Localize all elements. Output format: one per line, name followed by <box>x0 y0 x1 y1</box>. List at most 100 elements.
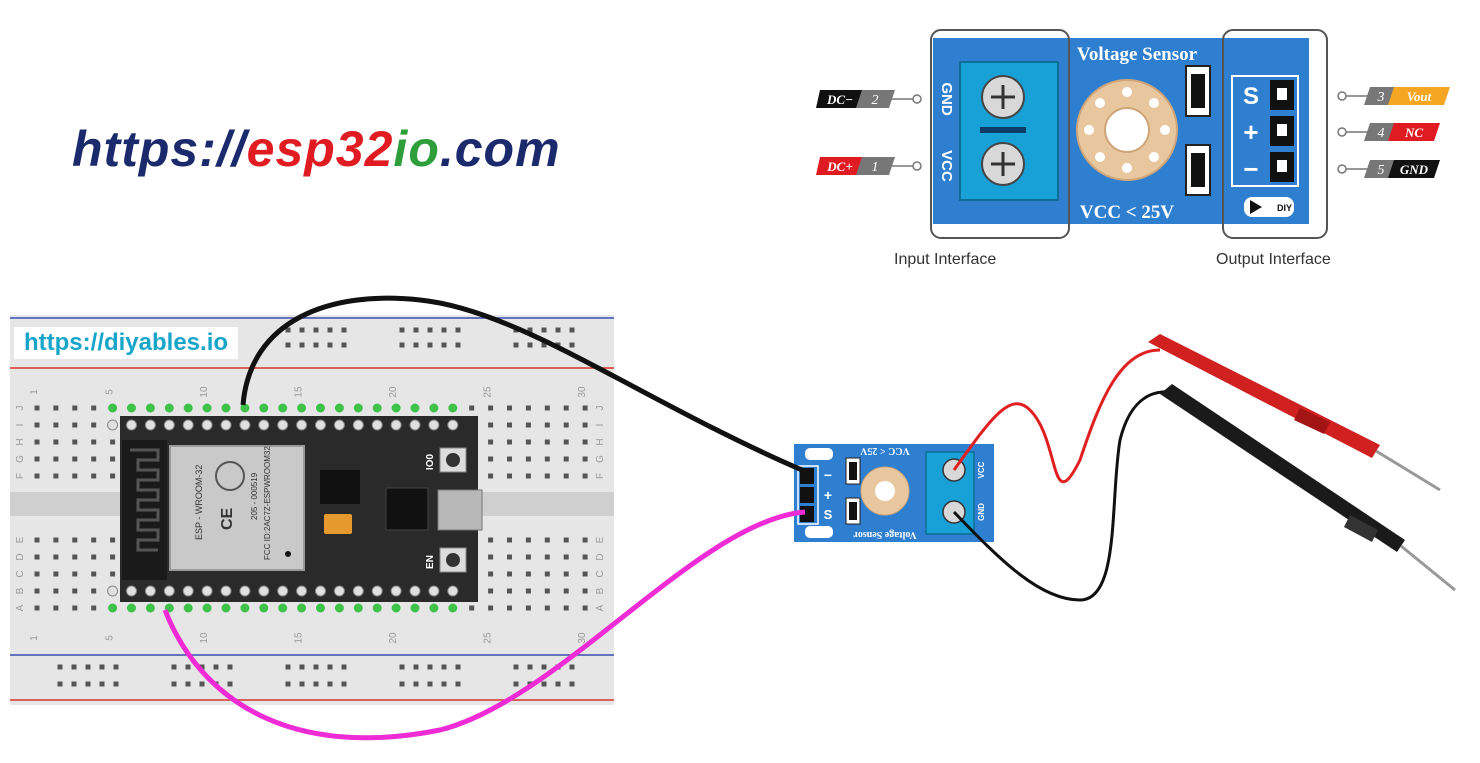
power-rail-hole <box>413 342 419 348</box>
breadboard-hole <box>91 422 97 428</box>
esp32-pad <box>239 585 251 597</box>
column-number: 10 <box>199 386 210 398</box>
power-rail-hole <box>185 681 191 687</box>
breadboard-hole <box>525 588 531 594</box>
breadboard-hole <box>72 571 78 577</box>
column-number: 15 <box>294 386 305 398</box>
power-rail-hole <box>227 681 233 687</box>
power-rail-hole <box>99 681 105 687</box>
small-sensor-pin-s: S <box>824 507 833 522</box>
esp32-pad <box>220 419 232 431</box>
probe-wire-red <box>952 348 1161 484</box>
esp32-ce-text: CE <box>219 507 236 530</box>
power-rail-hole <box>455 681 461 687</box>
row-letter: D <box>595 553 606 560</box>
breadboard-hole <box>525 405 531 411</box>
power-rail-hole <box>313 342 319 348</box>
esp32-pad <box>371 419 383 431</box>
esp32-pad <box>258 585 270 597</box>
wroom-module-shield <box>169 445 305 571</box>
breadboard-hole <box>91 537 97 543</box>
input-interface-label: Input Interface <box>894 251 997 268</box>
breadboard-hole <box>525 554 531 560</box>
pin-name-dcplus: DC+ <box>826 159 852 174</box>
esp32-header-pin <box>372 403 382 413</box>
power-rail-hole <box>399 664 405 670</box>
breadboard-hole <box>34 605 40 611</box>
input-interface-box <box>930 29 1070 239</box>
power-rail-hole <box>399 342 405 348</box>
breadboard-hole <box>469 405 475 411</box>
breadboard-hole <box>110 554 116 560</box>
power-rail-hole <box>513 681 519 687</box>
pin-num-3: 3 <box>1377 90 1385 105</box>
esp32-header-pin <box>127 403 136 413</box>
esp32-header-pin <box>259 603 269 613</box>
esp32-header-pin <box>448 603 458 613</box>
breadboard-hole <box>544 588 550 594</box>
esp32-pad <box>239 419 251 431</box>
esp32-pad <box>277 585 289 597</box>
breadboard-hole <box>507 473 512 479</box>
breadboard-hole <box>72 554 78 560</box>
breadboard-hole <box>34 554 40 560</box>
pin-num-1: 1 <box>872 160 879 175</box>
esp32-header-pin <box>410 403 420 413</box>
breadboard-hole <box>72 439 78 445</box>
esp32-board <box>107 403 483 613</box>
breadboard-hole <box>563 605 569 611</box>
power-rail-hole <box>85 681 91 687</box>
esp32-pad <box>182 585 194 597</box>
io0-button-label: IO0 <box>425 454 436 471</box>
breadboard-hole <box>563 588 569 594</box>
esp32-fcc-text: FCC ID:2AC7Z-ESPWROOM32 <box>263 446 272 560</box>
pin-num-2: 2 <box>872 93 879 108</box>
esp32-pad <box>296 419 308 431</box>
breadboard-hole <box>488 439 494 445</box>
breadboard-hole <box>34 456 40 462</box>
output-pin-minus: − <box>1243 154 1258 184</box>
url-prefix: https:// <box>72 121 247 177</box>
breadboard-watermark[interactable]: https://diyables.io <box>14 327 239 359</box>
breadboard-hole <box>110 456 116 462</box>
breadboard-hole <box>488 537 494 543</box>
row-letter: B <box>15 587 26 594</box>
breadboard-hole <box>91 439 97 445</box>
breadboard-hole <box>544 473 550 479</box>
esp32-pad <box>315 419 326 431</box>
esp32-header-pin <box>145 403 155 413</box>
pin-name-gnd: GND <box>1400 162 1429 177</box>
breadboard-hole <box>563 473 569 479</box>
small-sensor-vcc: VCC <box>977 461 986 478</box>
breadboard-hole <box>72 537 78 543</box>
breadboard-hole <box>525 473 531 479</box>
breadboard-hole <box>582 537 588 543</box>
column-number: 25 <box>483 386 494 398</box>
breadboard-hole <box>72 473 78 479</box>
small-sensor-rating: VCC < 25V <box>859 445 909 456</box>
column-number: 5 <box>105 389 116 395</box>
breadboard-hole <box>110 473 116 479</box>
breadboard-hole <box>488 605 494 611</box>
breadboard-hole <box>525 537 531 543</box>
breadboard-hole <box>91 605 97 611</box>
breadboard-hole <box>582 456 588 462</box>
breadboard-hole <box>488 456 494 462</box>
breadboard-hole <box>544 571 550 577</box>
power-rail-hole <box>341 342 347 348</box>
breadboard-hole <box>72 588 78 594</box>
column-number: 25 <box>483 632 494 644</box>
row-letter: G <box>595 455 606 463</box>
esp32-pad <box>220 585 232 597</box>
breadboard-hole <box>53 456 59 462</box>
esp32-pad <box>428 419 440 431</box>
row-letter: J <box>15 406 26 411</box>
breadboard-hole <box>53 588 59 594</box>
breadboard-hole <box>507 439 512 445</box>
esp32io-url[interactable]: https://esp32io.com <box>72 120 561 178</box>
esp32-header-pin <box>202 603 212 613</box>
en-button-label: EN <box>425 555 436 569</box>
micro-usb-port <box>437 489 483 531</box>
